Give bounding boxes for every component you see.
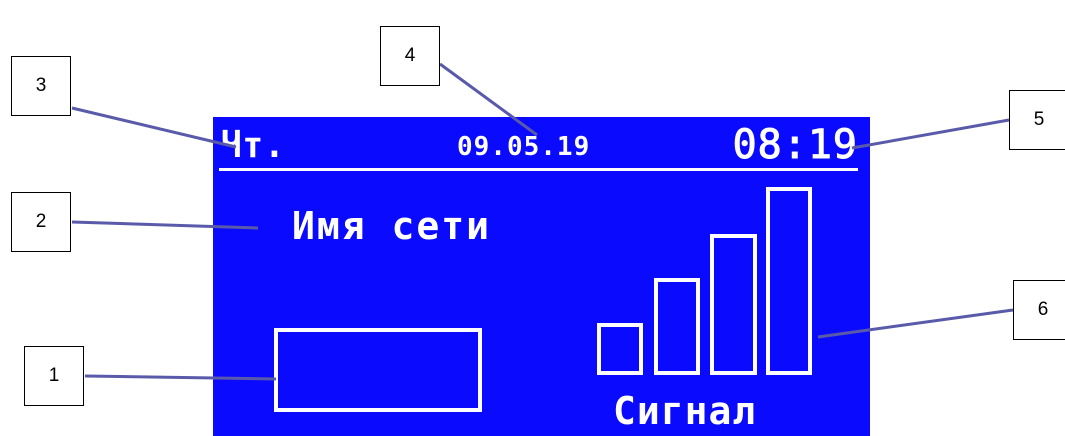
day-of-week: Чт.	[221, 125, 286, 166]
signal-bar-4	[766, 187, 812, 375]
callout-4: 4	[380, 26, 440, 86]
callout-3: 3	[11, 56, 71, 116]
signal-bar-2	[654, 278, 700, 375]
signal-bar-1	[597, 323, 643, 375]
leader-line-5	[851, 118, 1010, 150]
status-box	[274, 328, 482, 412]
date-readout: 09.05.19	[457, 132, 591, 162]
time-readout: 08:19	[732, 122, 858, 168]
callout-5: 5	[1009, 90, 1065, 150]
lcd-display: Чт. 09.05.19 08:19 Имя сети Сигнал	[213, 117, 870, 436]
signal-bar-3	[710, 234, 757, 375]
callout-6: 6	[1013, 280, 1065, 340]
header-divider	[219, 168, 858, 171]
callout-2: 2	[11, 192, 71, 252]
callout-1: 1	[24, 346, 84, 406]
network-name: Имя сети	[292, 204, 492, 248]
leader-line-3	[71, 106, 237, 149]
signal-label: Сигнал	[613, 389, 757, 433]
